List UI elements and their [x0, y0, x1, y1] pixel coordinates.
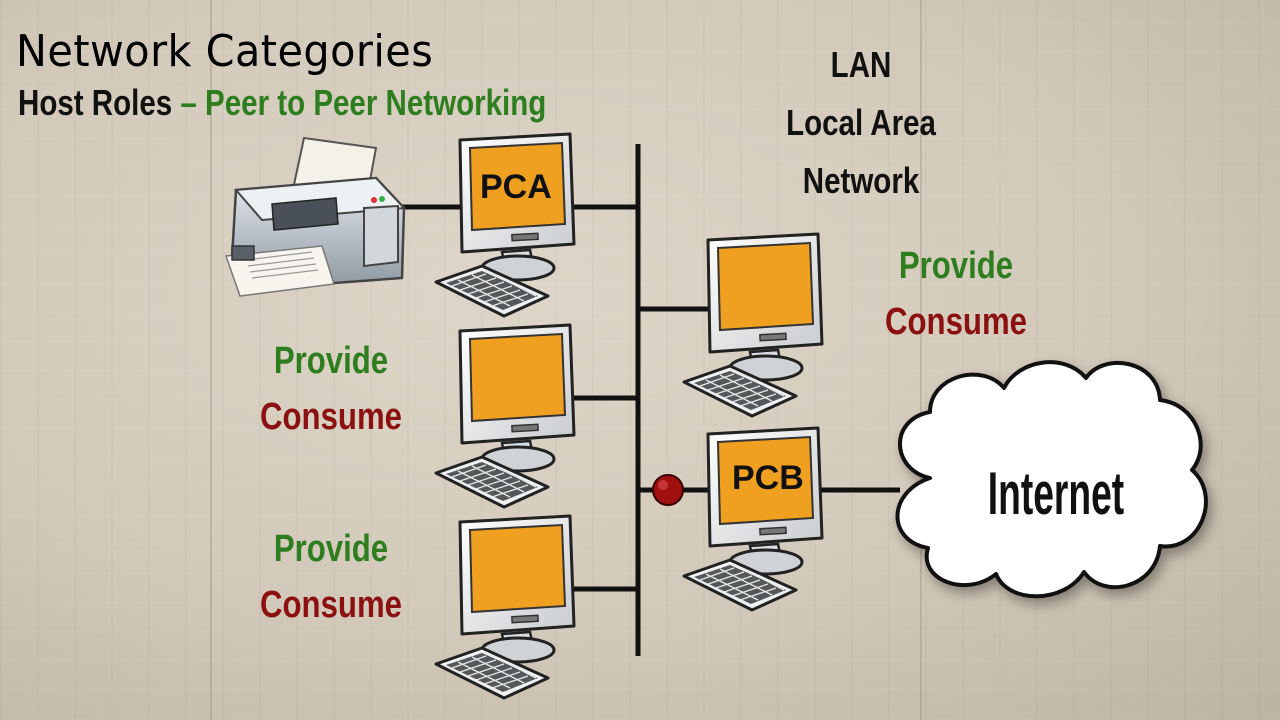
lan-label-line-3: Network	[802, 160, 920, 201]
pc-label-pca: PCA	[480, 168, 552, 206]
computer-icon	[434, 323, 576, 509]
computer-icon	[434, 514, 576, 700]
printer-icon	[224, 136, 407, 297]
connection-dot-icon	[652, 474, 684, 506]
background-seam	[920, 0, 922, 720]
computer-icon-pcb	[682, 426, 824, 612]
role-consume: Consume	[260, 396, 402, 438]
cloud-label: Internet	[988, 460, 1125, 527]
computer-icon	[682, 232, 824, 418]
subtitle-highlight: Peer to Peer Networking	[205, 82, 547, 123]
subtitle-dash: –	[180, 82, 197, 123]
lan-label-line-1: LAN	[830, 44, 892, 85]
computer-icon-pca	[434, 132, 576, 318]
pc-label-pcb: PCB	[732, 459, 804, 497]
role-provide: Provide	[273, 340, 389, 382]
background-seam	[210, 0, 212, 720]
role-provide: Provide	[898, 245, 1014, 287]
lan-label-line-2: Local Area	[786, 102, 936, 143]
page-subtitle: Host Roles – Peer to Peer Networking	[18, 82, 546, 124]
subtitle-prefix: Host Roles	[18, 82, 173, 123]
connection-dot-highlight	[658, 480, 668, 490]
role-consume: Consume	[260, 584, 402, 626]
page-title: Network Categories	[16, 26, 434, 77]
role-consume: Consume	[885, 301, 1027, 343]
role-provide: Provide	[273, 528, 389, 570]
cloud-icon	[895, 360, 1208, 599]
